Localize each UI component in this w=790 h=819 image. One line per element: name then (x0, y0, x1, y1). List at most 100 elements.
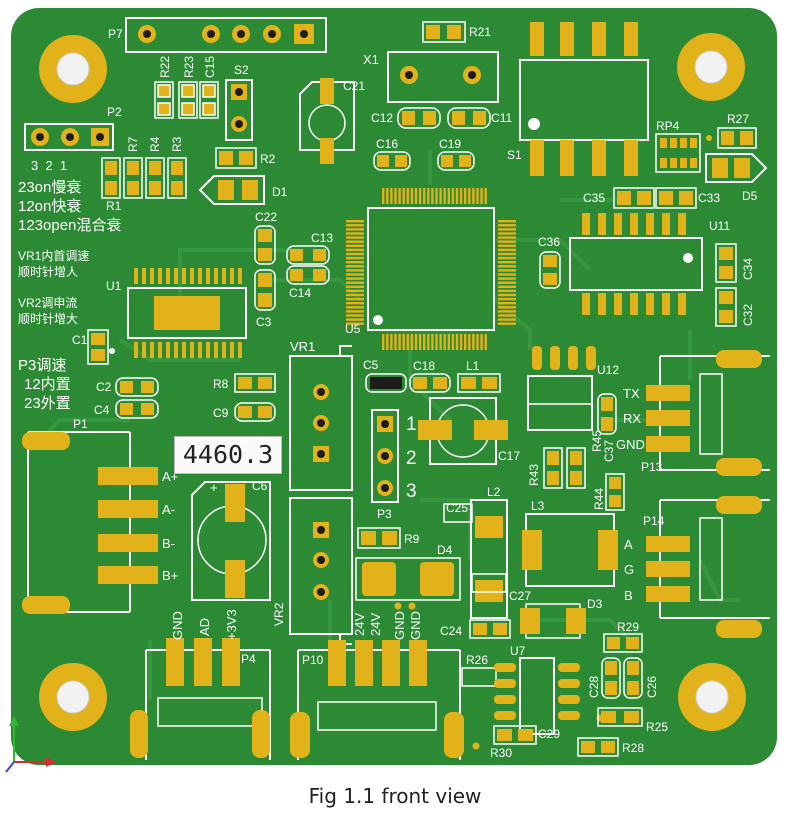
u1-pad (222, 268, 226, 284)
u5-pad (498, 306, 516, 309)
label-vr1: VR1 (290, 339, 315, 354)
pin-p4-3v3: +3V3 (224, 609, 239, 640)
label-r22: R22 (158, 56, 172, 78)
label-c1: C1 (72, 333, 88, 347)
u5-pad (346, 273, 364, 276)
u5-pad (498, 297, 516, 301)
pin-p10-24v-a: 24V (352, 613, 367, 636)
u5-pad (382, 334, 385, 350)
note-vr2-a: VR2调申流 (18, 296, 77, 310)
u5-pad (447, 334, 450, 350)
mounting-hole-br (678, 663, 746, 731)
p3-pin-3: 3 (406, 481, 417, 502)
u1-pad (142, 268, 146, 284)
u5-pad (414, 334, 418, 350)
u5-pad (346, 248, 364, 252)
pin-p10-gnd-b: GND (408, 611, 423, 640)
p2-header (24, 123, 114, 151)
u5-pad (402, 334, 405, 350)
label-r27: R27 (727, 112, 749, 126)
c35 (613, 187, 655, 209)
label-r9: R9 (404, 532, 420, 546)
pin-a: A (624, 537, 633, 552)
u5-pad (498, 244, 516, 247)
u1-pad (174, 342, 178, 358)
pcb-front-view: P7 R22 R23 C15 S2 R2 P2 3 2 1 R7 R4 R3 R… (5, 8, 777, 773)
label-c32: C32 (741, 304, 755, 326)
label-c36: C36 (538, 235, 560, 249)
pin-b-minus: B- (162, 536, 175, 551)
u1-pad (166, 342, 170, 358)
r29 (603, 633, 643, 653)
u5-pad (443, 334, 446, 350)
label-rp4: RP4 (656, 119, 680, 133)
u1-pad (190, 342, 194, 358)
u5-pad (498, 285, 516, 288)
label-l2: L2 (487, 485, 501, 499)
c28 (601, 657, 621, 699)
u5-pad (386, 334, 389, 350)
p1-connector (22, 431, 158, 614)
label-c14: C14 (289, 286, 311, 300)
u5-pad (427, 334, 430, 350)
u1-pad (206, 342, 210, 358)
s2-switch (225, 79, 253, 141)
mounting-hole-tr (677, 33, 745, 101)
pin-tx: TX (623, 386, 640, 401)
label-c21: C21 (343, 79, 365, 93)
label-c2: C2 (96, 380, 112, 394)
u1-pad (190, 268, 194, 284)
label-u12: U12 (597, 363, 619, 377)
u5-pad (394, 334, 397, 350)
u5-pad (484, 334, 487, 350)
r21 (422, 21, 466, 43)
c27 (471, 573, 507, 593)
l3-inductor (522, 513, 618, 587)
r1-r7-r4-r3 (101, 157, 187, 199)
c13 (286, 245, 330, 265)
label-s2: S2 (234, 63, 249, 77)
label-c35: C35 (583, 191, 605, 205)
pin-b: B (624, 588, 633, 603)
label-r23: R23 (182, 56, 196, 78)
u5-pad (431, 188, 434, 204)
figure-caption: Fig 1.1 front view (308, 784, 482, 808)
label-c15: C15 (203, 56, 217, 78)
r25 (597, 707, 643, 727)
c11 (447, 107, 491, 129)
label-r2: R2 (260, 152, 276, 166)
u1-pad (238, 268, 242, 284)
u5-pad (472, 188, 475, 204)
u5-pad (468, 334, 471, 350)
u5-pad (382, 188, 385, 204)
r28 (577, 737, 619, 757)
u5-pad (472, 334, 475, 350)
u1-pad (134, 342, 138, 358)
u5-pad (498, 277, 516, 280)
label-x1: X1 (363, 52, 379, 67)
u5-pad (498, 293, 516, 297)
u5-pad (498, 236, 516, 239)
r2 (215, 147, 257, 169)
pin-g: G (624, 562, 634, 577)
label-d5: D5 (742, 189, 758, 203)
u1-pad (230, 268, 234, 284)
u1-pad (214, 342, 218, 358)
u5-pad (498, 256, 516, 260)
u1-pad (150, 342, 154, 358)
u5-pad (498, 310, 516, 313)
u5-pad (439, 334, 442, 350)
u5-pad (498, 322, 516, 325)
u5-pad (418, 188, 422, 204)
u5-pad (498, 302, 516, 305)
d1-diode (198, 175, 265, 205)
d5-diode (705, 153, 768, 183)
u5-pad (414, 188, 418, 204)
r9 (357, 527, 401, 549)
label-c25: C25 (446, 501, 468, 515)
note-vr2-b: 顺时针增大 (18, 311, 78, 326)
r8 (234, 373, 276, 393)
label-r21: R21 (469, 25, 491, 39)
pin-p4-ad: AD (197, 618, 212, 636)
p2-pin-numbers: 3 2 1 (31, 158, 67, 173)
